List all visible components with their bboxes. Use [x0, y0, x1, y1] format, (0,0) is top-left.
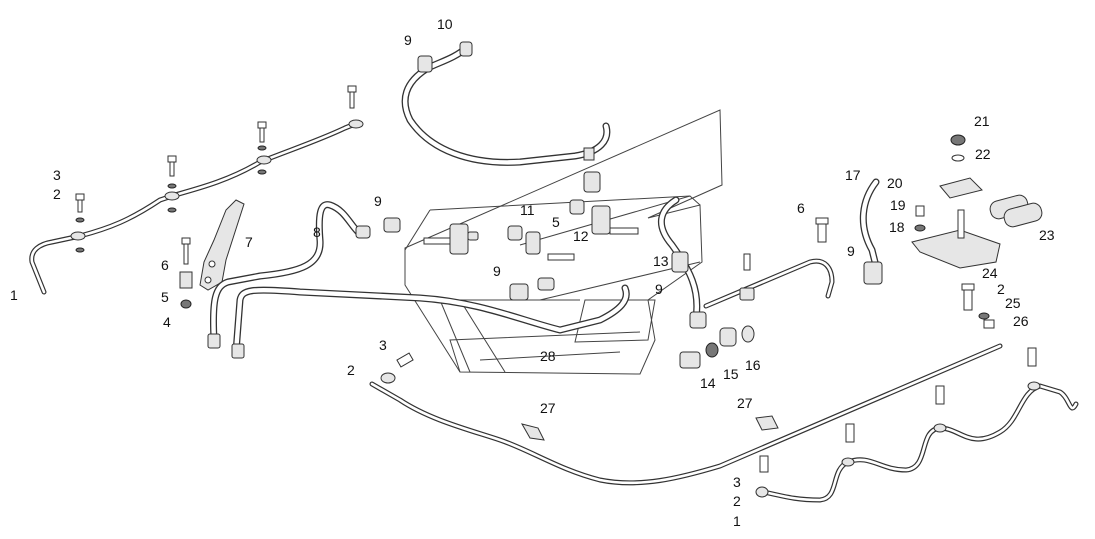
bracket-assembly-18-22	[911, 134, 1001, 269]
callout-20: 20	[887, 175, 903, 191]
callout-3-left: 3	[53, 167, 61, 183]
hose-right	[658, 196, 707, 329]
bolt-24-25-26	[961, 283, 995, 329]
callout-labels: 1 2 3 4 5 6 7 8 9 10 9 11 5 12 9 13 9 6 …	[10, 16, 1055, 529]
callout-5-center: 5	[552, 214, 560, 230]
callout-3-mid: 3	[379, 337, 387, 353]
callout-19: 19	[890, 197, 906, 213]
callout-12: 12	[573, 228, 589, 244]
callout-7: 7	[245, 234, 253, 250]
callout-9-left: 9	[374, 193, 382, 209]
callout-2-right: 2	[997, 281, 1005, 297]
callout-6-left: 6	[161, 257, 169, 273]
callout-9-center: 9	[493, 263, 501, 279]
callout-11: 11	[520, 202, 535, 218]
callout-18: 18	[889, 219, 905, 235]
hose-17	[859, 178, 883, 285]
callout-15: 15	[723, 366, 739, 382]
clip-27	[520, 415, 779, 441]
callout-26: 26	[1013, 313, 1029, 329]
fuel-line-bottom	[369, 343, 1003, 486]
bolt-stack-6-5-4	[179, 237, 193, 309]
bolt-set-left	[75, 85, 357, 253]
callout-2-left: 2	[53, 186, 61, 202]
callout-1-left: 1	[10, 287, 18, 303]
callout-2-mid: 2	[347, 362, 355, 378]
callout-3-bottom: 3	[733, 474, 741, 490]
callout-4: 4	[163, 314, 171, 330]
callout-27-right: 27	[737, 395, 753, 411]
callout-6-right: 6	[797, 200, 805, 216]
callout-16: 16	[745, 357, 761, 373]
valve-block-11-12	[423, 199, 639, 301]
callout-17: 17	[845, 167, 861, 183]
fuel-line-left	[29, 119, 364, 295]
callout-24: 24	[982, 265, 998, 281]
callout-22: 22	[975, 146, 991, 162]
callout-28: 28	[540, 348, 556, 364]
callout-2-bottom: 2	[733, 493, 741, 509]
fitting-14-15-16	[679, 325, 755, 369]
callout-23: 23	[1039, 227, 1055, 243]
callout-21: 21	[974, 113, 990, 129]
callout-1-bottom: 1	[733, 513, 741, 529]
bracket-7	[199, 199, 245, 291]
hose-8	[207, 201, 630, 359]
callout-25: 25	[1005, 295, 1021, 311]
fuel-line-right	[755, 347, 1079, 503]
callout-9-top: 9	[404, 32, 412, 48]
callout-10: 10	[437, 16, 453, 32]
callout-8: 8	[313, 224, 321, 240]
callout-9-mid: 9	[655, 281, 663, 297]
callout-9-right: 9	[847, 243, 855, 259]
callout-5-left: 5	[161, 289, 169, 305]
filter-23	[989, 194, 1043, 228]
callout-14: 14	[700, 375, 716, 391]
callout-27-left: 27	[540, 400, 556, 416]
callout-13: 13	[653, 253, 669, 269]
hose-10	[401, 41, 611, 193]
pipe-center-right	[703, 217, 835, 309]
